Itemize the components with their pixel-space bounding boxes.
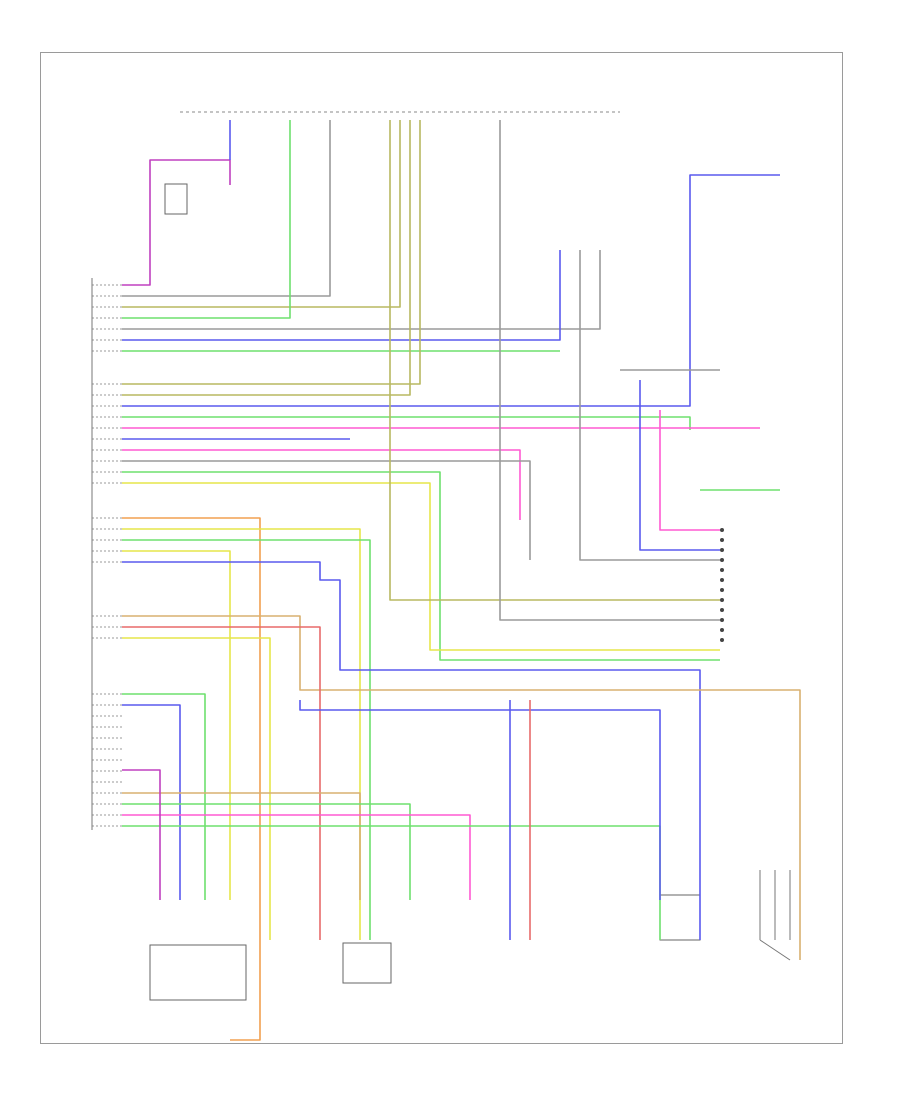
wire-grey-4 — [579, 250, 720, 561]
connector-pin-dot-9 — [720, 618, 724, 622]
wire-tan-1 — [122, 615, 801, 960]
connector-pin-dot-4 — [720, 568, 724, 572]
connector-pin-dot-8 — [720, 608, 724, 612]
wire-tan-2 — [122, 792, 361, 900]
wire-blue-4 — [122, 561, 701, 940]
connector-pin-dot-0 — [720, 528, 724, 532]
wire-blue-5 — [122, 704, 181, 900]
wire-green-7 — [122, 803, 411, 900]
wire-blue-6 — [299, 700, 661, 900]
wire-green-4 — [122, 471, 720, 661]
wire-pink-4 — [659, 410, 720, 531]
wire-olive-3 — [122, 120, 411, 396]
wire-pink-2 — [122, 449, 521, 520]
relay-box — [164, 183, 188, 215]
wire-blue-7 — [639, 380, 720, 551]
wire-yellow-3 — [122, 550, 231, 900]
data-link-connector-box — [659, 894, 701, 941]
wire-grey-6 — [499, 120, 720, 621]
wire-green-3 — [122, 416, 691, 430]
wire-blue-1 — [122, 250, 561, 341]
wire-green-1 — [122, 120, 291, 319]
connector-pin-dot-11 — [720, 638, 724, 642]
wire-red-1 — [122, 626, 321, 940]
wire-violet-1 — [122, 159, 231, 286]
connector-pin-dot-1 — [720, 538, 724, 542]
wire-olive-1 — [122, 120, 401, 308]
wire-grey-1 — [122, 120, 331, 297]
wire-violet-2 — [122, 769, 161, 900]
electronically-controlled-transmission-solenoid-box — [149, 944, 247, 1001]
wire-green-8 — [122, 825, 661, 940]
wire-yellow-2 — [122, 528, 361, 940]
connector-pin-dot-2 — [720, 548, 724, 552]
connector-pin-dot-3 — [720, 558, 724, 562]
wire-grey-3 — [122, 460, 531, 560]
wire-grey-2 — [122, 250, 601, 330]
connector-pin-dot-6 — [720, 588, 724, 592]
connector-pin-dot-10 — [720, 628, 724, 632]
connector-pin-dot-5 — [720, 578, 724, 582]
wire-orange-1 — [122, 517, 261, 1041]
wire-yellow-1 — [122, 482, 720, 651]
wire-green-5 — [122, 539, 371, 940]
wire-yellow-4 — [122, 637, 271, 940]
throttle-position-sensor-box — [342, 942, 392, 984]
connector-pin-dot-7 — [720, 598, 724, 602]
diagram-border — [40, 52, 843, 1044]
ground-join — [759, 939, 791, 961]
wire-olive-4 — [389, 120, 720, 601]
wire-blue-2 — [122, 174, 780, 407]
wire-green-6 — [122, 693, 206, 900]
wire-olive-2 — [122, 120, 421, 385]
wire-pink-3 — [122, 814, 471, 900]
